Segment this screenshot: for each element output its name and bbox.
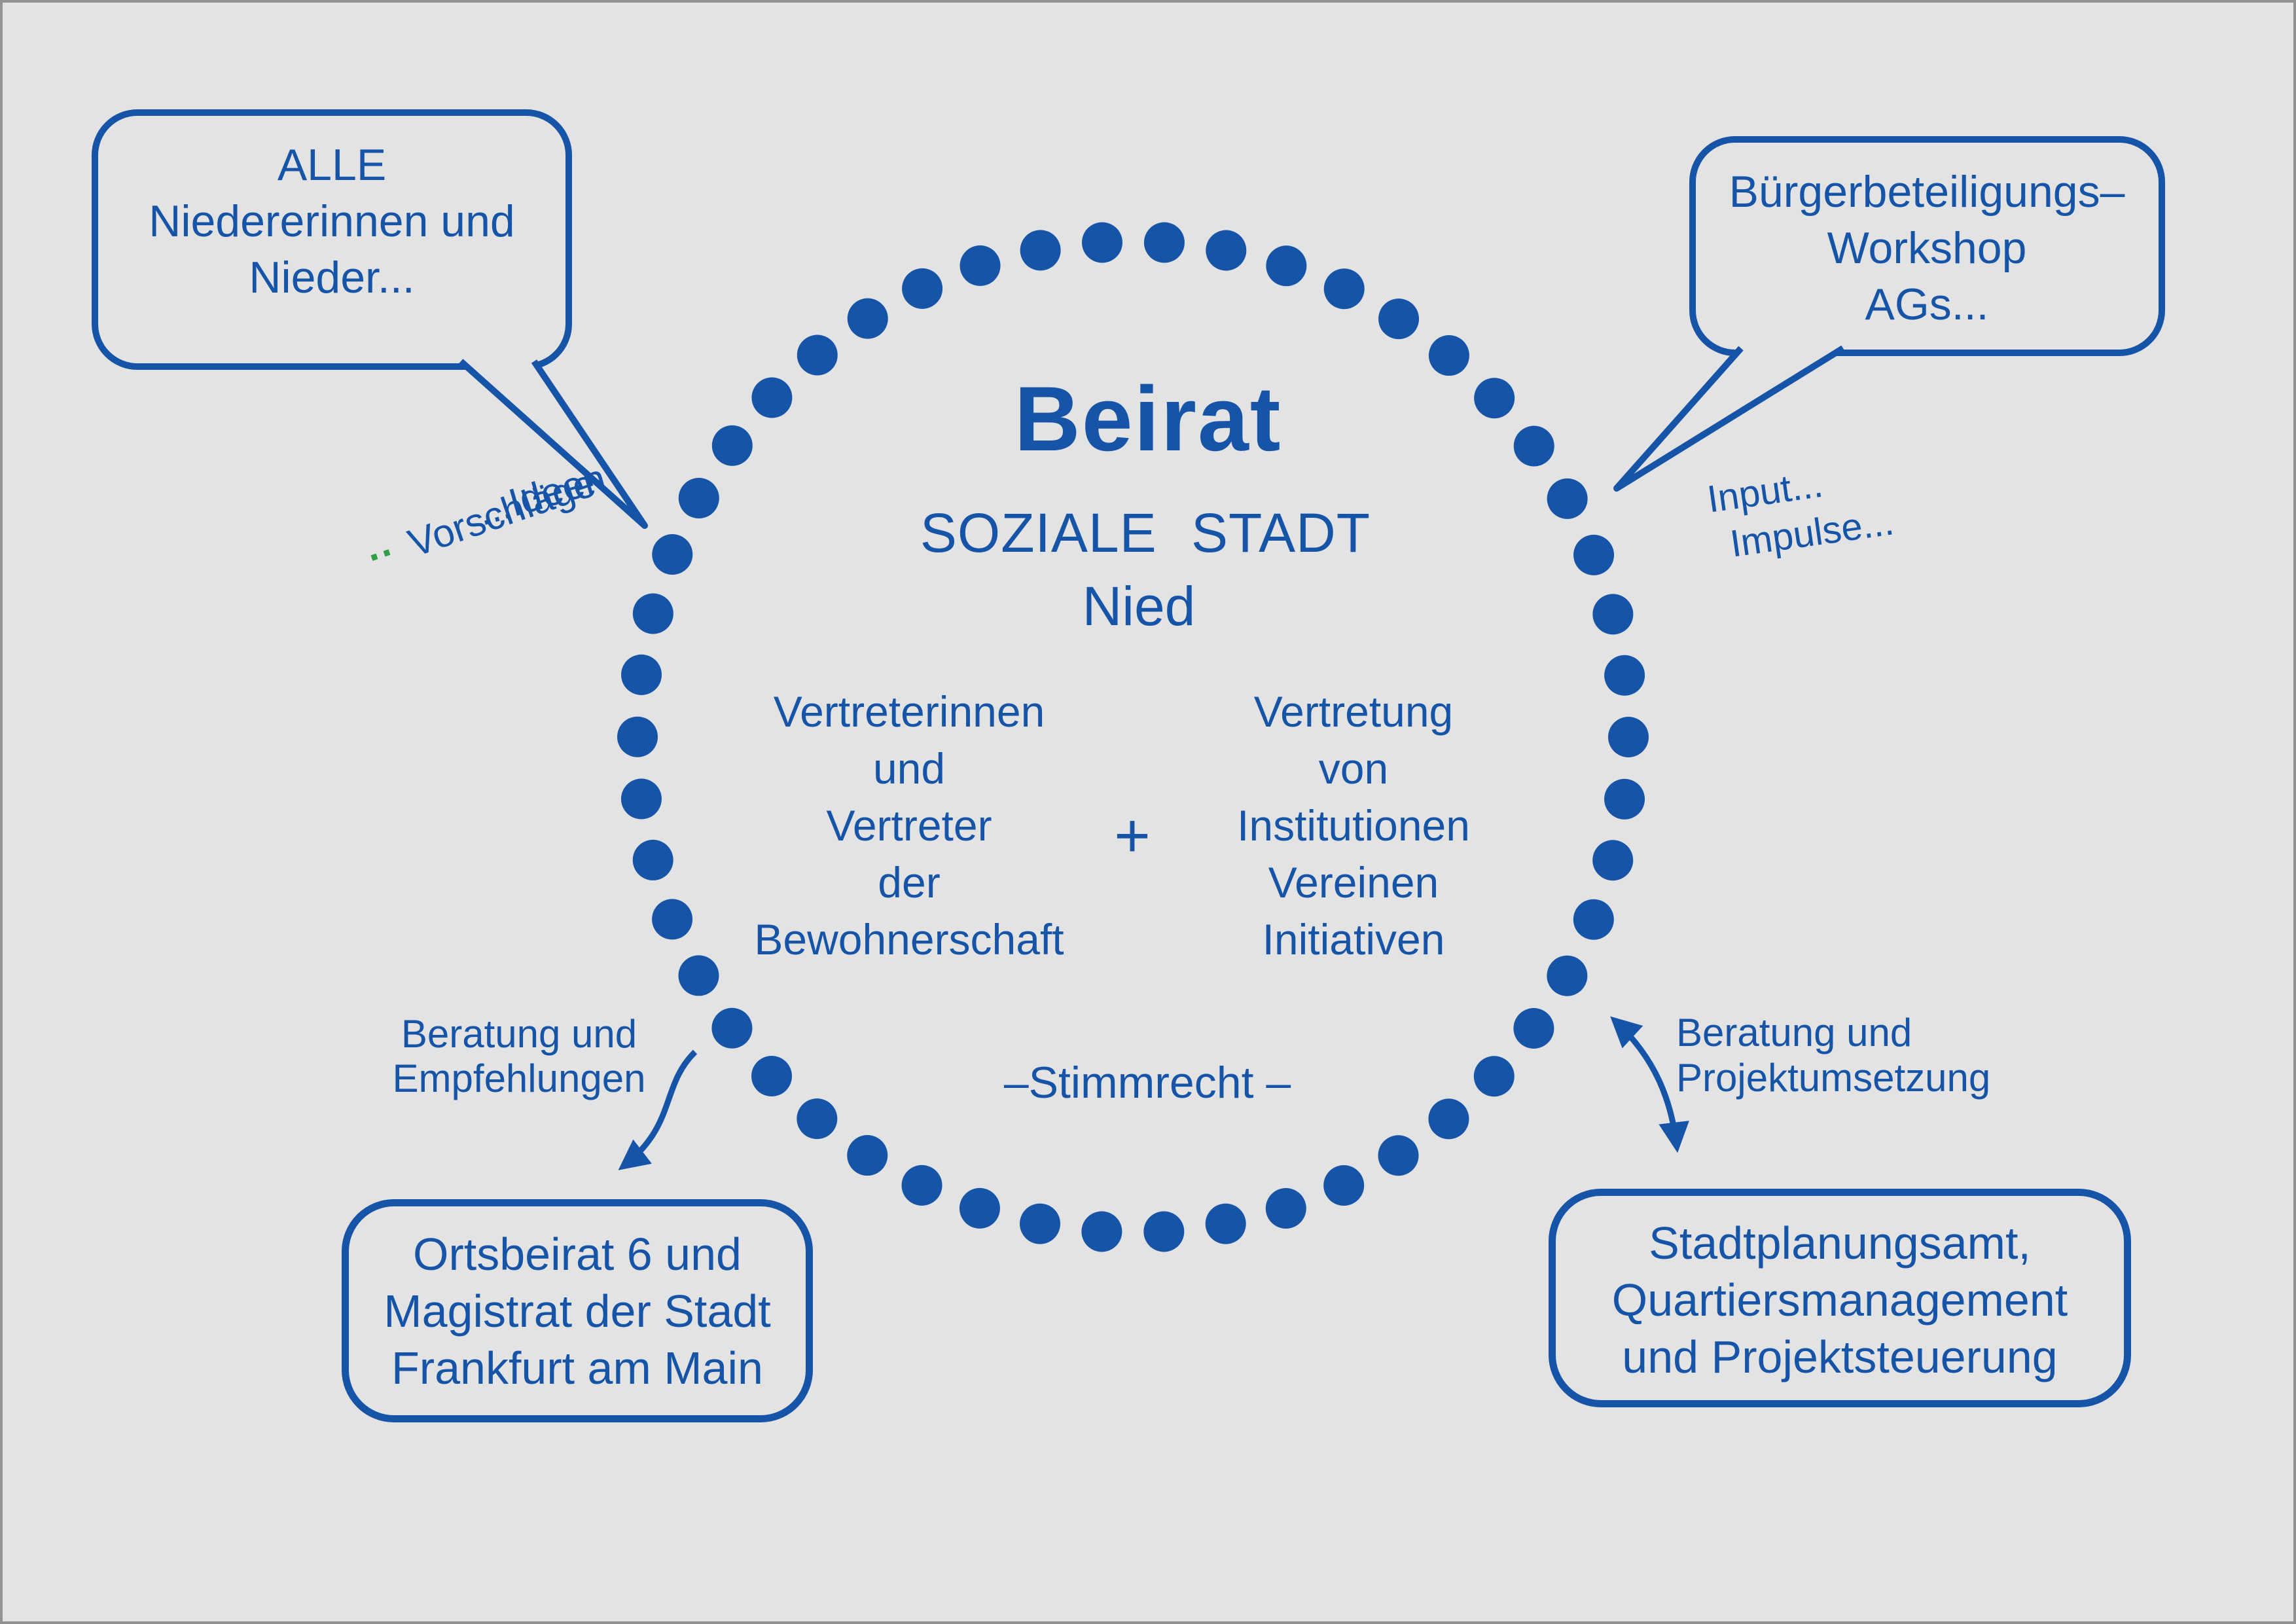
bubble-line: ALLE (277, 140, 387, 190)
institutions-line: Initiativen (1262, 915, 1445, 964)
double-arrow-bottom-right (1610, 1016, 1689, 1153)
circle-subtitle: SOZIALE STADT (920, 502, 1371, 564)
residents-line: der (878, 858, 941, 907)
arrow-to-bottom-left-box (618, 1049, 698, 1170)
speech-bubble-top-right (1689, 136, 2165, 356)
box-bottom-right (1549, 1189, 2131, 1407)
box-line: Magistrat der Stadt (384, 1286, 771, 1337)
residents-line: Bewohnerschaft (754, 915, 1064, 964)
bottom-right-box-text: Stadtplanungsamt, Quartiersmanagement un… (1612, 1215, 2068, 1386)
residents-line: Vertreter (826, 801, 992, 850)
dotted-circle (617, 221, 1649, 1253)
institutions-line: von (1318, 744, 1389, 793)
bottom-left-box-text: Ortsbeirat 6 und Magistrat der Stadt Fra… (384, 1226, 770, 1397)
diagram-graphics (458, 221, 1845, 1253)
circle-subtitle-nied: Nied (1082, 575, 1196, 637)
advice-left-label: Beratung und Empfehlungen (393, 1012, 646, 1101)
circle-title: Beirat (1014, 367, 1282, 470)
residents-column: Vertreterinnen und Vertreter der Bewohne… (754, 683, 1064, 968)
speech-tail-top-left (458, 359, 648, 529)
box-line: Quartiersmanagement (1611, 1274, 2068, 1326)
speech-tail-top-right (1613, 345, 1845, 492)
bubble-line: Bürgerbeteiligungs– (1729, 167, 2125, 217)
residents-line: und (872, 744, 946, 793)
box-line: Frankfurt am Main (391, 1343, 763, 1394)
advice-left-line: Beratung und (401, 1012, 637, 1056)
advice-right-label: Beratung und Projektumsetzung (1676, 1010, 1990, 1100)
bubble-line: Nieder... (249, 253, 415, 302)
speech-bubble-top-left (92, 109, 572, 370)
advice-right-line: Projektumsetzung (1676, 1056, 1991, 1100)
plus-sign: + (1114, 801, 1151, 871)
advice-left-line: Empfehlungen (392, 1056, 646, 1100)
institutions-line: Vereinen (1268, 858, 1439, 907)
advice-right-line: Beratung und (1676, 1011, 1912, 1055)
institutions-line: Institutionen (1237, 801, 1470, 850)
box-bottom-left (342, 1199, 813, 1422)
bubble-line: Workshop (1827, 223, 2027, 273)
box-line: und Projektsteuerung (1622, 1331, 2058, 1382)
institutions-column: Vertretung von Institutionen Vereinen In… (1237, 683, 1470, 968)
residents-line: Vertreterinnen (773, 687, 1045, 736)
speech-bubble-top-left-text: ALLE Niedererinnen und Nieder... (149, 137, 515, 306)
box-line: Ortsbeirat 6 und (413, 1229, 742, 1280)
institutions-line: Vertretung (1253, 687, 1454, 736)
box-line: Stadtplanungsamt, (1649, 1218, 2031, 1269)
bubble-line: AGs... (1865, 280, 1989, 329)
speech-bubble-top-right-text: Bürgerbeteiligungs– Workshop AGs... (1729, 164, 2125, 333)
voting-right-note: –Stimmrecht – (1003, 1058, 1291, 1108)
bubble-line: Niedererinnen und (149, 196, 515, 246)
